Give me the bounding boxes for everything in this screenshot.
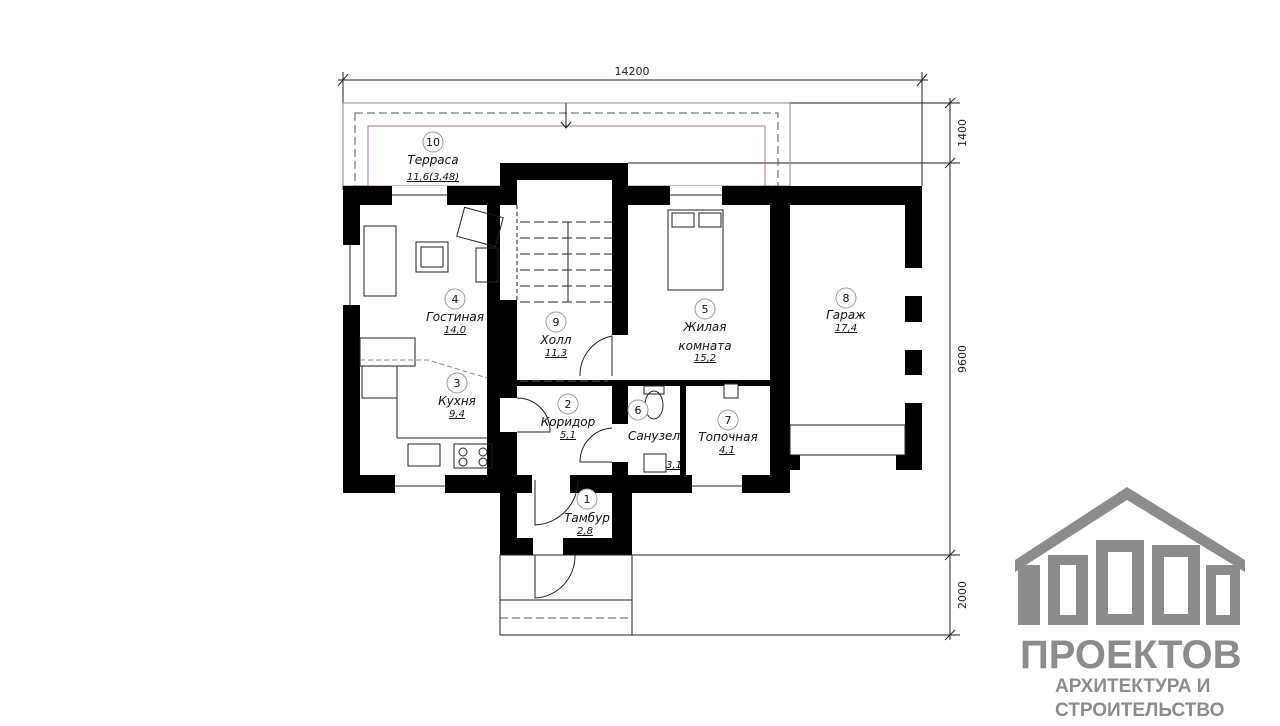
- svg-text:Гостиная: Гостиная: [426, 310, 484, 324]
- svg-text:11,6(3,48): 11,6(3,48): [407, 172, 459, 183]
- logo-line2: АРХИТЕКТУРА И: [1055, 676, 1210, 697]
- svg-text:11,3: 11,3: [545, 348, 567, 359]
- dimension-porch-depth: 2000: [956, 581, 969, 609]
- svg-text:10: 10: [426, 136, 440, 149]
- svg-text:9: 9: [553, 316, 560, 329]
- dimension-terrace-depth: 1400: [956, 119, 969, 147]
- room-label-10: 10 Терраса 11,6(3,48): [407, 131, 459, 183]
- room-label-3: 3 Кухня 9,4: [438, 372, 476, 420]
- doors: [499, 205, 633, 636]
- svg-text:Тамбур: Тамбур: [564, 511, 610, 525]
- svg-text:Топочная: Топочная: [698, 430, 757, 444]
- svg-text:5,1: 5,1: [560, 430, 576, 441]
- room-label-6: 6 Санузел 3,1: [627, 399, 682, 471]
- svg-text:14,0: 14,0: [444, 325, 466, 336]
- svg-text:Холл: Холл: [540, 333, 572, 347]
- svg-text:8: 8: [843, 292, 850, 305]
- room-label-4: 4 Гостиная 14,0: [426, 288, 484, 336]
- svg-text:4,1: 4,1: [719, 445, 735, 456]
- svg-text:Терраса: Терраса: [407, 153, 458, 167]
- room-label-7: 7 Топочная 4,1: [698, 409, 758, 456]
- svg-text:4: 4: [452, 293, 459, 306]
- svg-text:1: 1: [584, 493, 591, 506]
- furniture: [359, 206, 739, 473]
- svg-text:9,4: 9,4: [449, 409, 465, 420]
- room-label-8: 8 Гараж 17,4: [826, 287, 866, 334]
- svg-text:5: 5: [702, 303, 709, 316]
- windows: [343, 186, 922, 555]
- room-interiors: [360, 180, 905, 538]
- svg-text:2: 2: [565, 398, 572, 411]
- svg-text:7: 7: [725, 414, 732, 427]
- svg-text:2,8: 2,8: [577, 526, 593, 537]
- svg-text:Жилая: Жилая: [683, 320, 727, 334]
- svg-text:17,4: 17,4: [835, 323, 857, 334]
- svg-text:3,1: 3,1: [666, 460, 682, 471]
- svg-text:Коридор: Коридор: [541, 415, 596, 429]
- room-label-5: 5 Жилая комната 15,2: [678, 298, 732, 364]
- svg-text:Кухня: Кухня: [438, 394, 476, 408]
- svg-text:15,2: 15,2: [694, 353, 716, 364]
- dimension-lines: 14200 1400 9600 2000: [337, 65, 969, 641]
- dimension-total-width: 14200: [615, 65, 650, 78]
- room-label-9: 9 Холл 11,3: [540, 311, 572, 359]
- room-label-1: 1 Тамбур 2,8: [564, 488, 610, 537]
- dimension-house-depth: 9600: [956, 345, 969, 373]
- logo-line3: СТРОИТЕЛЬСТВО: [1055, 700, 1224, 721]
- svg-text:3: 3: [454, 377, 461, 390]
- svg-text:комната: комната: [678, 339, 731, 353]
- logo-mark-1000: [1018, 540, 1240, 625]
- svg-text:Гараж: Гараж: [826, 308, 866, 322]
- svg-text:Санузел: Санузел: [628, 429, 680, 443]
- room-label-2: 2 Коридор 5,1: [541, 393, 596, 441]
- svg-text:6: 6: [635, 404, 642, 417]
- company-logo: ПРОЕКТОВ АРХИТЕКТУРА И СТРОИТЕЛЬСТВО: [1015, 487, 1245, 721]
- logo-line1: ПРОЕКТОВ: [1020, 633, 1242, 677]
